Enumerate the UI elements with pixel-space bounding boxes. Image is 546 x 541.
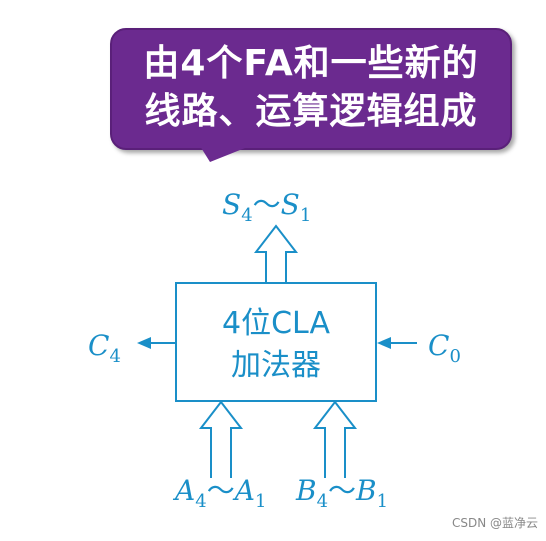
block-title: 4位CLA [222,306,330,341]
callout-tail [200,146,250,162]
b-tilde: ～ [328,474,356,507]
carry-out-c: C [88,329,109,362]
carry-out-arrowhead [137,337,151,349]
sum-s-low: S [281,188,300,221]
a-sub-low: 1 [255,491,266,512]
carry-out-sub: 4 [109,346,120,367]
b-sub-low: 1 [377,491,388,512]
sum-output-arrow [253,224,299,283]
sum-output-label: S4～S1 [222,188,311,226]
sum-s-high: S [222,188,241,221]
sum-sub-low: 1 [300,205,311,226]
a-tilde: ～ [207,474,235,507]
callout-line-2: 线路、运算逻辑组成 [144,91,478,132]
cla-adder-box [175,282,377,402]
a-high: A [172,474,195,507]
sum-sub-high: 4 [241,205,252,226]
carry-in-c: C [428,329,449,362]
carry-in-arrowhead [377,337,391,349]
carry-in-label: C0 [428,329,461,367]
b-input-arrow [312,400,358,478]
a-sub-high: 4 [195,491,206,512]
callout-line-1: 由4个FA和一些新的 [143,43,479,84]
a-input-label: A4～A1 [172,474,266,512]
block-subtitle: 加法器 [231,348,321,383]
a-input-arrow [198,400,244,478]
carry-out-label: C4 [88,329,121,367]
b-high: B [295,474,317,507]
watermark: CSDN @蓝净云 [451,516,538,530]
callout-bubble: 由4个FA和一些新的 线路、运算逻辑组成 [110,28,512,150]
sum-tilde: ～ [253,188,281,221]
b-sub-high: 4 [317,491,328,512]
carry-in-sub: 0 [449,346,460,367]
b-input-label: B4～B1 [295,474,388,512]
b-low: B [355,474,377,507]
a-low: A [232,474,255,507]
